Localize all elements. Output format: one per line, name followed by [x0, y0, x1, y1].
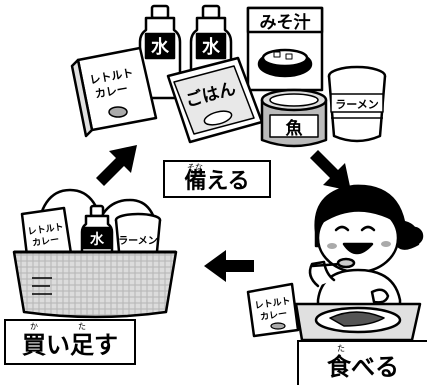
cycle-arrows	[96, 145, 351, 282]
arrow-eat-to-buy	[204, 250, 254, 282]
svg-text:レトルト: レトルト	[254, 296, 291, 312]
label-kaitasu: か た 買い足す	[4, 319, 136, 365]
label-taberu-text: 食べる	[327, 353, 399, 381]
ramen-cup: ラーメン	[327, 65, 387, 143]
label-kaitasu-ruby-ta: た	[78, 322, 86, 331]
svg-text:ラーメン: ラーメン	[118, 235, 158, 247]
basket-water-bottle: 水	[80, 204, 114, 266]
svg-text:水: 水	[90, 231, 105, 248]
svg-text:ラーメン: ラーメン	[335, 98, 379, 111]
svg-text:水: 水	[202, 36, 221, 58]
arrow-store-to-eat	[310, 150, 351, 191]
shopping-basket: レトルト カレー 水 ラーメン	[12, 188, 178, 319]
svg-text:カレー: カレー	[94, 82, 129, 101]
basket-curry-box: レトルト カレー	[20, 206, 74, 266]
rice-tray: ごはん	[166, 56, 264, 144]
miso-soup-box: みそ汁	[246, 6, 324, 92]
svg-text:カレー: カレー	[260, 308, 288, 323]
arrow-buy-to-store	[96, 145, 137, 186]
stockpile-group: 水 水 レトルト カレー みそ汁	[70, 4, 387, 148]
label-kaitasu-text: 買い足す	[22, 331, 118, 359]
girl-eating: レトルト カレー	[246, 184, 424, 342]
label-kaitasu-ruby-ka: か	[30, 322, 38, 331]
label-taberu-ruby: た	[337, 344, 345, 353]
svg-text:レトルト: レトルト	[27, 222, 64, 238]
fish-can: 魚	[260, 88, 328, 148]
svg-text:魚: 魚	[286, 118, 303, 139]
svg-text:カレー: カレー	[32, 234, 60, 249]
retort-curry-box: レトルト カレー	[70, 46, 158, 138]
label-sonaeru-text: 備える	[184, 169, 250, 194]
label-sonaeru: そな 備える	[163, 160, 271, 198]
svg-text:みそ汁: みそ汁	[260, 12, 311, 33]
curry-pouch: レトルト カレー	[246, 282, 300, 338]
label-taberu: た 食べる	[297, 340, 427, 385]
label-sonaeru-ruby: そな	[187, 163, 203, 172]
svg-text:水: 水	[151, 36, 170, 58]
